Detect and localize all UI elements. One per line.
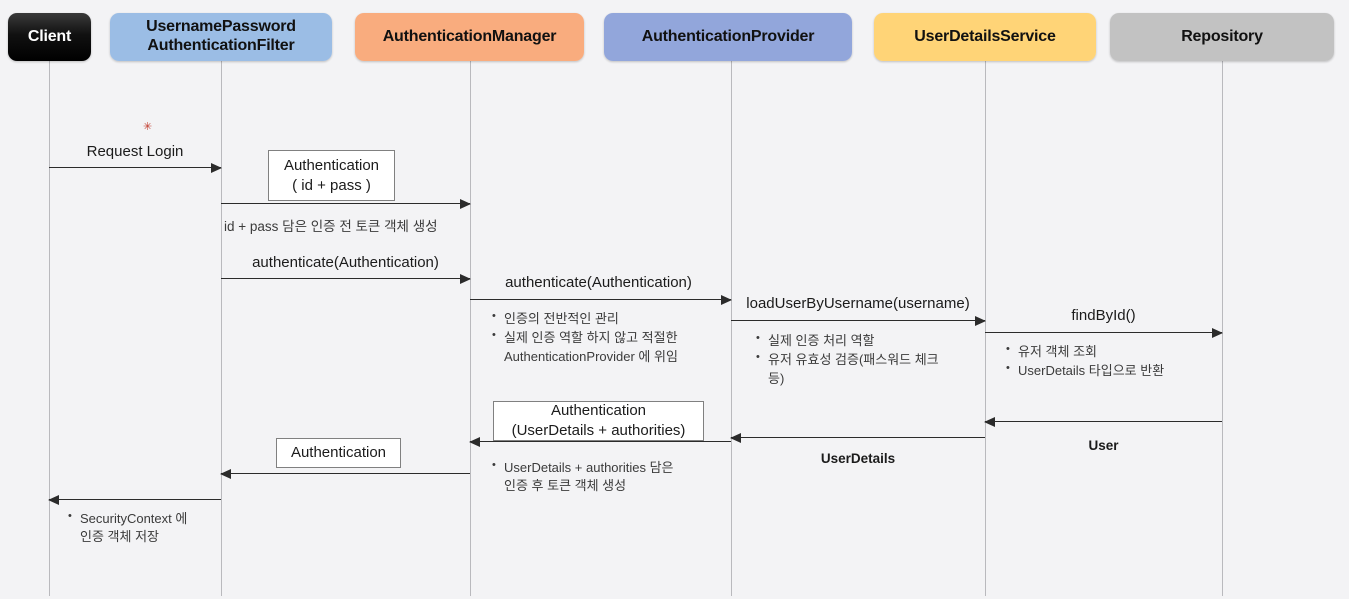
lifeline-manager — [470, 61, 471, 596]
annotation-item: 유저 유효성 검증(패스워드 체크 등) — [756, 350, 972, 388]
note-line: Authentication — [550, 402, 647, 420]
annotation-item: 실제 인증 처리 역할 — [756, 331, 972, 350]
arrow-return-user — [984, 416, 1222, 427]
participant-client[interactable]: Client — [8, 13, 91, 61]
participant-userdetailsservice[interactable]: UserDetailsService — [874, 13, 1096, 61]
arrow-return-authentication-to-filter — [220, 468, 470, 479]
message-label-return-userdetails: UserDetails — [820, 451, 896, 466]
note-box-note-authentication-id-pass: Authentication ( id + pass ) — [268, 150, 395, 201]
participant-repository[interactable]: Repository — [1110, 13, 1334, 61]
annotation-annotation-repository-role: 유저 객체 조회UserDetails 타입으로 반환 — [990, 342, 1218, 382]
annotation-item: UserDetails + authorities 담은 인증 후 토큰 객체 … — [492, 458, 708, 496]
annotation-annotation-provider-role: 실제 인증 처리 역할유저 유효성 검증(패스워드 체크 등) — [740, 331, 972, 389]
marker-red-asterisk: ✳ — [143, 121, 153, 133]
arrow-create-pre-auth-token — [221, 198, 471, 209]
participant-label-repository: Repository — [1181, 27, 1263, 45]
participant-label-userdetailsservice: UserDetailsService — [914, 27, 1056, 45]
arrow-return-to-client — [48, 494, 221, 505]
note-box-note-authentication-plain: Authentication — [276, 438, 401, 468]
message-label-authenticate-filter-to-manager: authenticate(Authentication) — [252, 254, 439, 271]
annotation-list: 실제 인증 처리 역할유저 유효성 검증(패스워드 체크 등) — [740, 331, 972, 388]
annotation-annotation-manager-create-token: UserDetails + authorities 담은 인증 후 토큰 객체 … — [476, 458, 708, 497]
annotation-annotation-manager-role: 인증의 전반적인 관리실제 인증 역할 하지 않고 적절한 Authentica… — [476, 309, 716, 367]
message-label-find-by-id: findById() — [1071, 307, 1136, 324]
note-line: ( id + pass ) — [292, 176, 371, 194]
annotation-text: id + pass 담은 인증 전 토큰 객체 생성 — [224, 219, 438, 234]
arrow-authenticate-filter-to-manager — [221, 273, 471, 284]
note-line: Authentication — [290, 444, 387, 462]
annotation-list: 유저 객체 조회UserDetails 타입으로 반환 — [990, 342, 1218, 381]
message-label-authenticate-manager-to-provider: authenticate(Authentication) — [505, 274, 692, 291]
participant-label-client: Client — [27, 27, 72, 45]
message-label-request-login: Request Login — [86, 143, 184, 160]
arrow-authenticate-manager-to-provider — [470, 294, 732, 305]
participant-manager[interactable]: AuthenticationManager — [355, 13, 584, 61]
lifeline-filter — [221, 61, 222, 596]
annotation-annotation-filter-token: id + pass 담은 인증 전 토큰 객체 생성 — [224, 217, 474, 236]
arrow-request-login — [49, 162, 222, 173]
lifeline-userdetailsservice — [985, 61, 986, 596]
note-line: Authentication — [283, 156, 380, 174]
annotation-annotation-client-securitycontext: SecurityContext 에 인증 객체 저장 — [52, 509, 220, 548]
annotation-item: 유저 객체 조회 — [1006, 342, 1218, 361]
participant-label-manager: AuthenticationManager — [382, 27, 557, 45]
note-line: (UserDetails + authorities) — [511, 422, 686, 439]
annotation-list: 인증의 전반적인 관리실제 인증 역할 하지 않고 적절한 Authentica… — [476, 309, 716, 366]
annotation-list: UserDetails + authorities 담은 인증 후 토큰 객체 … — [476, 458, 708, 496]
arrow-load-user-by-username — [731, 315, 986, 326]
participant-provider[interactable]: AuthenticationProvider — [604, 13, 852, 61]
annotation-item: 인증의 전반적인 관리 — [492, 309, 716, 328]
lifeline-client — [49, 61, 50, 596]
annotation-item: UserDetails 타입으로 반환 — [1006, 361, 1218, 380]
message-label-load-user-by-username: loadUserByUsername(username) — [746, 295, 970, 312]
message-label-return-user: User — [1088, 438, 1119, 453]
arrow-return-userdetails — [730, 432, 985, 443]
participant-label-provider: AuthenticationProvider — [641, 27, 815, 45]
annotation-list: SecurityContext 에 인증 객체 저장 — [52, 509, 220, 547]
lifeline-provider — [731, 61, 732, 596]
arrow-find-by-id — [985, 327, 1223, 338]
arrow-return-authentication-to-manager — [469, 436, 731, 447]
note-box-note-authentication-userdetails-authorities: Authentication (UserDetails + authorities… — [493, 401, 704, 441]
annotation-item: 실제 인증 역할 하지 않고 적절한 AuthenticationProvide… — [492, 328, 716, 366]
annotation-item: SecurityContext 에 인증 객체 저장 — [68, 509, 220, 547]
